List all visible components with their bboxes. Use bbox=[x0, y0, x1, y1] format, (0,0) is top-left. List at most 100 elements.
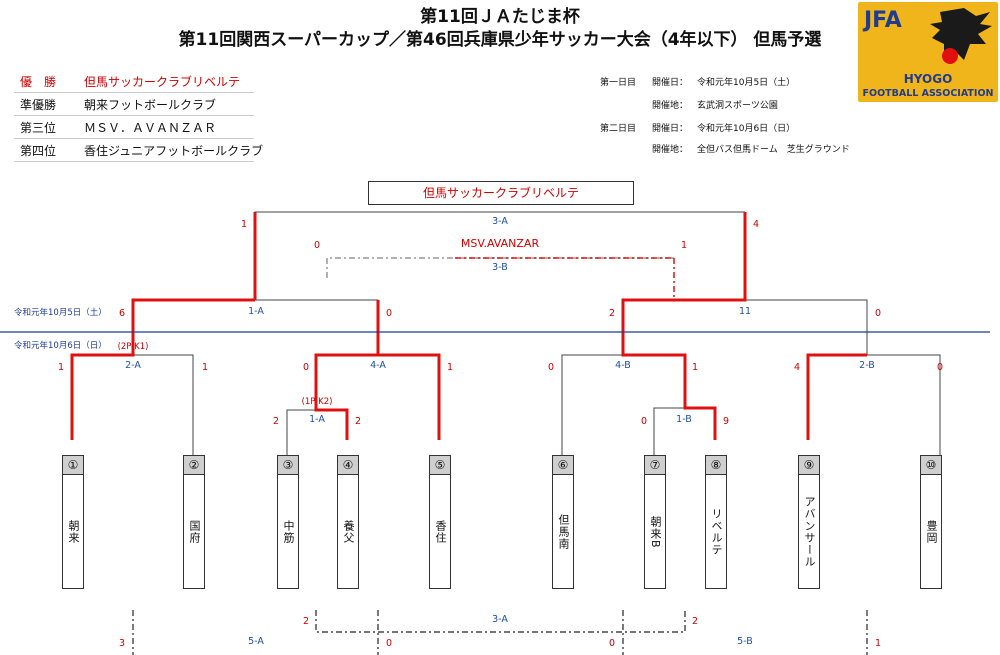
cons-3a-line bbox=[315, 610, 686, 633]
win-path-asago bbox=[70, 298, 255, 440]
match-semi-left-label: 1-A bbox=[248, 306, 264, 317]
match-final-label: 3-A bbox=[492, 216, 508, 227]
result-row-third: 第三位 ＭＳＶ．ＡＶＡＮＺＡＲ bbox=[14, 116, 254, 139]
day2-venue-label: 開催地： bbox=[652, 145, 689, 155]
logo-hyogo-text: HYOGO bbox=[903, 72, 953, 86]
team-box: ③ 中筋 bbox=[277, 455, 299, 589]
score: 6 bbox=[118, 308, 126, 319]
score: 0 bbox=[640, 416, 648, 427]
team-number: ⑧ bbox=[706, 456, 726, 475]
score: 0 bbox=[313, 240, 321, 251]
day2-date-label: 開催日： bbox=[652, 124, 689, 134]
score: 1 bbox=[874, 638, 882, 649]
score: 0 bbox=[385, 308, 393, 319]
pk-note-2a: (2P K1) bbox=[117, 342, 149, 352]
team-number: ⑩ bbox=[921, 456, 941, 475]
team-number: ⑤ bbox=[430, 456, 450, 475]
match-cons-3a-label: 3-A bbox=[492, 614, 508, 625]
match-cons-5a-label: 5-A bbox=[248, 636, 264, 647]
score: 1 bbox=[446, 362, 454, 373]
team-number: ① bbox=[63, 456, 83, 475]
result-team: 香住ジュニアフットボールクラブ bbox=[84, 144, 264, 158]
score: 4 bbox=[752, 219, 760, 230]
score: 1 bbox=[57, 362, 65, 373]
result-label: 準優勝 bbox=[20, 98, 57, 112]
score: 0 bbox=[936, 362, 944, 373]
team-name: 香住 bbox=[434, 520, 447, 544]
day2-date: 令和元年10月6日（日） bbox=[697, 124, 796, 134]
score: 2 bbox=[691, 616, 699, 627]
score: 9 bbox=[722, 416, 730, 427]
team-name: 但馬南 bbox=[557, 514, 570, 550]
team-box: ① 朝来 bbox=[62, 455, 84, 589]
score: 0 bbox=[302, 362, 310, 373]
result-team: ＭＳＶ．ＡＶＡＮＺＡＲ bbox=[84, 121, 217, 135]
result-label: 第四位 bbox=[20, 144, 57, 158]
team-box: ⑨ アバンサール bbox=[798, 455, 820, 589]
team-box: ⑥ 但馬南 bbox=[552, 455, 574, 589]
result-team: 但馬サッカークラブリベルテ bbox=[84, 75, 241, 89]
pk-note-1a: (1P K2) bbox=[301, 397, 333, 407]
jfa-hyogo-logo: JFA HYOGO FOOTBALL ASSOCIATION bbox=[858, 2, 998, 102]
title-line-1: 第11回ＪＡたじま杯 bbox=[420, 7, 580, 27]
champion-box: 但馬サッカークラブリベルテ bbox=[368, 181, 634, 205]
team-box: ⑧ リベルテ bbox=[705, 455, 727, 589]
score: 2 bbox=[302, 616, 310, 627]
match-r1b-label: 1-B bbox=[676, 414, 692, 425]
result-label: 第三位 bbox=[20, 121, 57, 135]
title-line-2: 第11回関西スーパーカップ／第46回兵庫県少年サッカー大会（4年以下） 但馬予選 bbox=[178, 30, 822, 50]
win-path-kasumi bbox=[314, 353, 441, 440]
score: 0 bbox=[874, 308, 882, 319]
day2-venue: 全但バス但馬ドーム 芝生グラウンド bbox=[697, 145, 850, 155]
score: 0 bbox=[608, 638, 616, 649]
third-place-line bbox=[326, 257, 674, 278]
team-number: ⑥ bbox=[553, 456, 573, 475]
result-row-runner-up: 準優勝 朝来フットボールクラブ bbox=[14, 93, 254, 116]
team-name: 朝来B bbox=[649, 515, 662, 549]
team-name: 国府 bbox=[188, 520, 201, 544]
day-sat-label: 令和元年10月5日（土） bbox=[14, 308, 107, 318]
day1-date-label: 開催日： bbox=[652, 78, 689, 88]
match-q2a-label: 2-A bbox=[125, 360, 141, 371]
day-sun-label: 令和元年10月6日（日） bbox=[14, 341, 107, 351]
score: 2 bbox=[354, 416, 362, 427]
result-label: 優 勝 bbox=[20, 75, 57, 89]
score: 1 bbox=[680, 240, 688, 251]
score: 1 bbox=[201, 362, 209, 373]
team-box: ⑦ 朝来B bbox=[644, 455, 666, 589]
team-box: ② 国府 bbox=[183, 455, 205, 589]
logo-association-text: FOOTBALL ASSOCIATION bbox=[862, 88, 994, 99]
day1-date: 令和元年10月5日（土） bbox=[697, 78, 796, 88]
score: 0 bbox=[547, 362, 555, 373]
score: 1 bbox=[691, 362, 699, 373]
day1-venue-label: 開催地： bbox=[652, 101, 689, 111]
score: 0 bbox=[385, 638, 393, 649]
team-name: アバンサール bbox=[803, 496, 816, 568]
score: 4 bbox=[793, 362, 801, 373]
score: 3 bbox=[118, 638, 126, 649]
crow-emblem-icon bbox=[930, 8, 992, 64]
team-number: ③ bbox=[278, 456, 298, 475]
result-row-winner: 優 勝 但馬サッカークラブリベルテ bbox=[14, 70, 254, 93]
team-number: ⑨ bbox=[799, 456, 819, 475]
team-name: 豊岡 bbox=[925, 520, 938, 544]
team-box: ⑤ 香住 bbox=[429, 455, 451, 589]
match-q4b-label: 4-B bbox=[615, 360, 631, 371]
result-team: 朝来フットボールクラブ bbox=[84, 98, 217, 112]
score: 2 bbox=[272, 416, 280, 427]
match-q2b-label: 2-B bbox=[859, 360, 875, 371]
match-third-label: 3-B bbox=[492, 262, 508, 273]
team-name: 中筋 bbox=[282, 520, 295, 544]
score: 1 bbox=[240, 219, 248, 230]
team-box: ⑩ 豊岡 bbox=[920, 455, 942, 589]
day2-label: 第二日目 bbox=[600, 124, 637, 134]
third-place-team: MSV.AVANZAR bbox=[460, 237, 540, 250]
logo-jfa-text: JFA bbox=[864, 8, 902, 33]
match-q4a-label: 4-A bbox=[370, 360, 386, 371]
win-path-liberte bbox=[621, 212, 747, 440]
team-number: ④ bbox=[338, 456, 358, 475]
day1-label: 第一日目 bbox=[600, 78, 637, 88]
result-row-fourth: 第四位 香住ジュニアフットボールクラブ bbox=[14, 139, 263, 162]
team-number: ⑦ bbox=[645, 456, 665, 475]
